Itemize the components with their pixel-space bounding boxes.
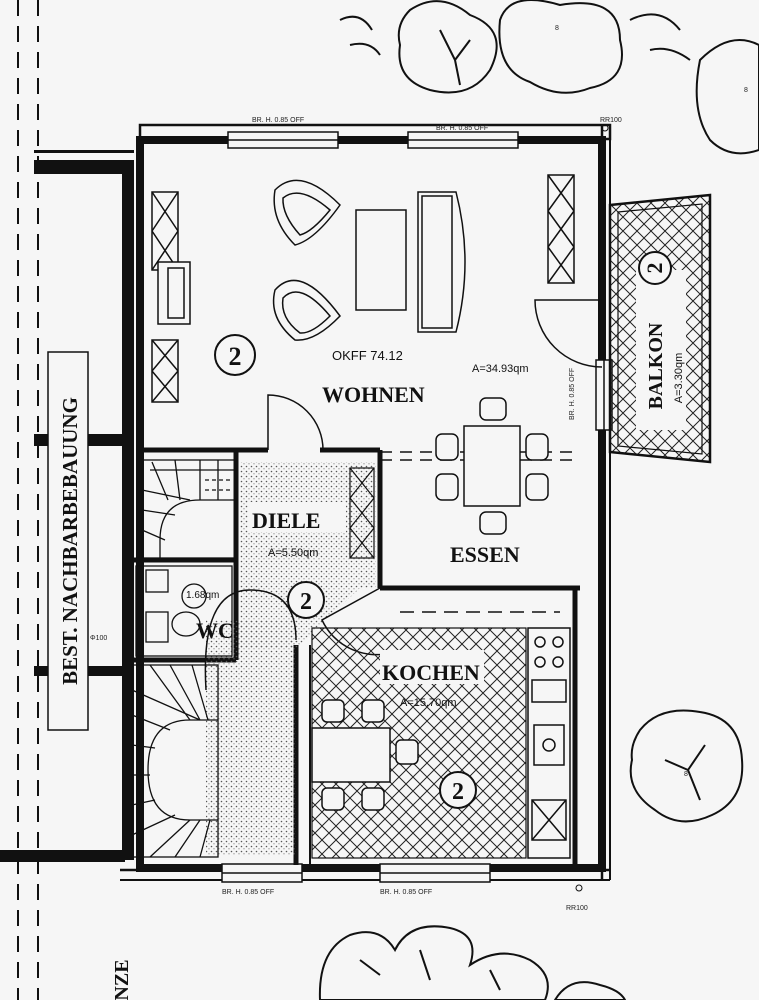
lower-staircase <box>131 664 219 858</box>
tree-right-mid-mark: 8 <box>684 771 688 778</box>
neighbor-label: BEST. NACHBARBEBAUUNG <box>58 397 82 685</box>
hall-corridor-floor <box>206 620 296 855</box>
window-label-top-right: BR. H. 0.85 OFF <box>436 125 488 132</box>
wohnen-badge: 2 <box>214 334 256 376</box>
window-label-bottom-right: BR. H. 0.85 OFF <box>380 889 432 896</box>
svg-text:2: 2 <box>642 263 667 274</box>
tree-right-mid <box>629 709 744 823</box>
kitchen-counter <box>527 627 571 859</box>
drain-mark-top <box>601 124 609 132</box>
bottom-edge-text: NZE <box>111 959 133 1000</box>
shrubs-bottom <box>318 925 627 1000</box>
living-door <box>267 394 324 451</box>
tree-top-mark: 8 <box>555 25 559 32</box>
exterior-walls <box>120 123 612 881</box>
wohnen-level: OKFF 74.12 <box>332 348 403 363</box>
tree-right-top-mark: 8 <box>744 87 748 94</box>
svg-text:2: 2 <box>452 779 464 805</box>
drain-mark <box>575 884 583 892</box>
hall-wardrobe <box>349 467 375 559</box>
wc-room <box>135 565 233 657</box>
window-label-right: BR. H. 0.85 OFF <box>569 368 576 420</box>
top-windows <box>227 131 519 149</box>
window-label-top-left: BR. H. 0.85 OFF <box>252 117 304 124</box>
left-mark: Φ100 <box>90 635 107 642</box>
tree-top <box>339 0 691 94</box>
diele-name: DIELE <box>252 508 320 533</box>
wc-area: 1.68qm <box>186 590 219 601</box>
wohnen-name: WOHNEN <box>322 382 425 407</box>
balcony-name: BALKON <box>645 322 667 409</box>
essen-name: ESSEN <box>450 542 520 567</box>
svg-text:2: 2 <box>229 342 242 371</box>
kochen-area: A=15.70qm <box>400 697 457 709</box>
kochen-badge: 2 <box>439 771 477 809</box>
window-label-bottom-left: BR. H. 0.85 OFF <box>222 889 274 896</box>
balcony-area: A=3.30qm <box>673 353 685 403</box>
entry-door-arc <box>204 589 297 691</box>
balcony-door <box>534 299 603 368</box>
diele-badge: 2 <box>287 581 325 619</box>
living-room-furniture <box>151 174 575 403</box>
balcony <box>608 193 712 464</box>
tree-right-top <box>695 39 759 155</box>
upper-staircase <box>141 459 237 559</box>
balcony-badge: 2 <box>638 251 672 285</box>
wc-name: WC <box>196 618 234 643</box>
bottom-windows <box>221 863 491 883</box>
neighbor-label-box: BEST. NACHBARBEBAUUNG <box>47 351 89 731</box>
svg-text:2: 2 <box>300 589 312 615</box>
rr-mark-bottom: RR100 <box>566 905 588 912</box>
dining-set <box>435 397 549 535</box>
wohnen-area: A=34.93qm <box>472 363 529 375</box>
diele-area: A=5.50qm <box>268 547 318 559</box>
right-window <box>595 359 613 431</box>
kochen-name: KOCHEN <box>382 660 480 685</box>
rr-mark-top: RR100 <box>600 117 622 124</box>
kitchen-dining-set <box>311 699 419 811</box>
